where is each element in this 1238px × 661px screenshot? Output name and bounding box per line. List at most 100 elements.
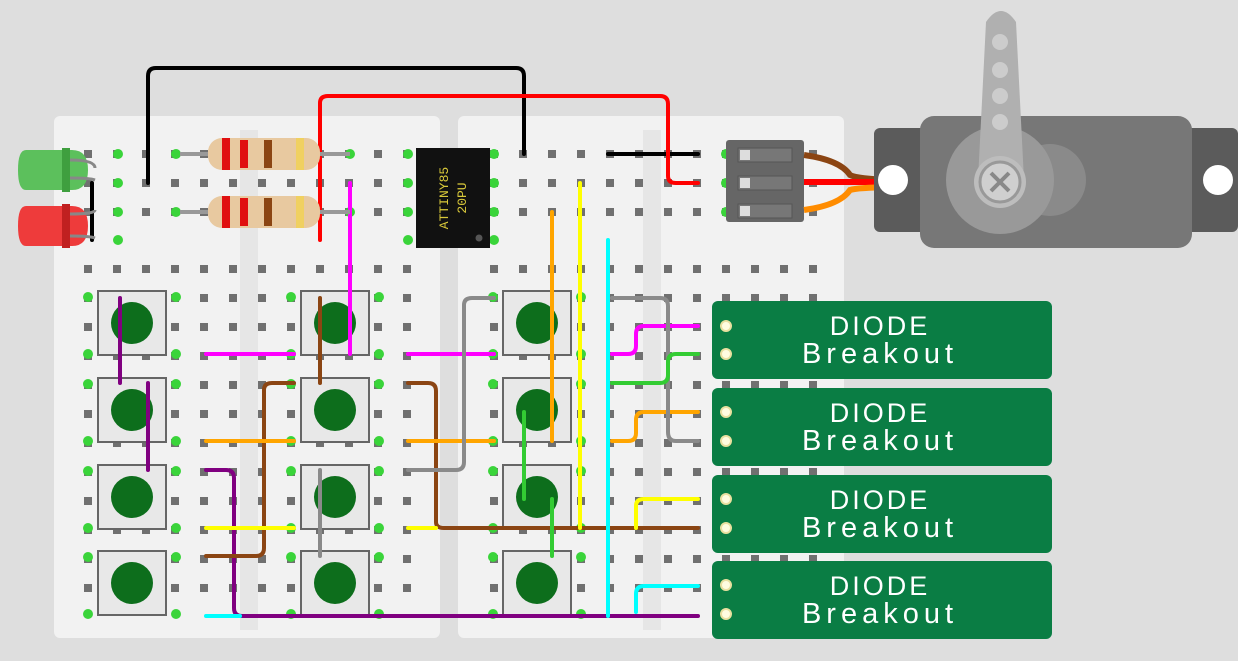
- breadboard-hole: [403, 410, 411, 418]
- diode-label-line2: Breakout: [801, 425, 959, 457]
- push-button-icon: [502, 464, 572, 530]
- push-button-icon: [502, 377, 572, 443]
- breadboard-hole: [374, 265, 382, 273]
- breadboard-hole: [374, 208, 382, 216]
- pin-icon: [720, 608, 732, 620]
- wire-brown-2: [204, 381, 296, 558]
- connection-point: [83, 609, 93, 619]
- diode-label-line1: DIODE: [829, 398, 931, 428]
- breadboard-hole: [171, 410, 179, 418]
- connection-point: [171, 552, 181, 562]
- breadboard-hole: [751, 555, 759, 563]
- breadboard-hole: [200, 179, 208, 187]
- breadboard-hole: [809, 294, 817, 302]
- breadboard-hole: [606, 179, 614, 187]
- connection-point: [83, 349, 93, 359]
- push-button-icon: [502, 550, 572, 616]
- connection-point: [286, 466, 296, 476]
- wire-cyan-3: [634, 584, 700, 614]
- connection-point: [113, 149, 123, 159]
- breadboard-hole: [548, 179, 556, 187]
- green-led-icon: [18, 148, 97, 192]
- breadboard-hole: [664, 265, 672, 273]
- breadboard-hole: [751, 468, 759, 476]
- breadboard-hole: [490, 323, 498, 331]
- connection-point: [171, 436, 181, 446]
- breadboard-hole: [809, 265, 817, 273]
- breadboard-hole: [693, 265, 701, 273]
- connection-point: [403, 235, 413, 245]
- breadboard-hole: [693, 208, 701, 216]
- breadboard-hole: [519, 179, 527, 187]
- breadboard-hole: [403, 584, 411, 592]
- breadboard-hole: [722, 381, 730, 389]
- connection-point: [171, 292, 181, 302]
- breadboard-hole: [84, 179, 92, 187]
- breadboard-hole: [374, 323, 382, 331]
- connection-point: [374, 523, 384, 533]
- breadboard-hole: [693, 381, 701, 389]
- connection-point: [489, 178, 499, 188]
- wire-orange-4: [610, 410, 700, 443]
- breadboard-hole: [635, 352, 643, 360]
- resistor-top-icon: [180, 138, 350, 170]
- breadboard-hole: [635, 208, 643, 216]
- push-button-icon: [300, 464, 370, 530]
- red-led-icon: [18, 204, 97, 248]
- breadboard-hole: [287, 323, 295, 331]
- breadboard-hole: [403, 352, 411, 360]
- connection-point: [489, 207, 499, 217]
- diode-breakout-2: DIODE Breakout: [712, 388, 1052, 466]
- breadboard-hole: [374, 410, 382, 418]
- breadboard-hole: [664, 468, 672, 476]
- breadboard-hole: [374, 179, 382, 187]
- chip-label-line2: 20PU: [455, 182, 470, 213]
- pin-icon: [720, 493, 732, 505]
- diode-label-line1: DIODE: [829, 571, 931, 601]
- connection-point: [374, 349, 384, 359]
- connection-point: [171, 609, 181, 619]
- connection-point: [171, 466, 181, 476]
- breadboard-hole: [490, 410, 498, 418]
- breadboard-hole: [809, 555, 817, 563]
- connection-point: [171, 379, 181, 389]
- pin-icon: [720, 406, 732, 418]
- breadboard-hole: [200, 294, 208, 302]
- breadboard-hole: [287, 265, 295, 273]
- breadboard-hole: [664, 439, 672, 447]
- wire-green-3: [610, 352, 700, 385]
- breadboard-hole: [722, 265, 730, 273]
- wire-brown-3: [406, 381, 700, 530]
- breadboard-hole: [809, 208, 817, 216]
- breadboard-hole: [635, 555, 643, 563]
- diode-label-line1: DIODE: [829, 485, 931, 515]
- breadboard-hole: [780, 381, 788, 389]
- breadboard-hole: [258, 179, 266, 187]
- connection-point: [374, 292, 384, 302]
- push-button-icon: [300, 550, 370, 616]
- breadboard-hole: [722, 555, 730, 563]
- connection-point: [171, 207, 181, 217]
- breadboard-hole: [142, 208, 150, 216]
- pin-icon: [720, 435, 732, 447]
- breadboard-hole: [200, 410, 208, 418]
- breadboard-hole: [403, 497, 411, 505]
- connection-point: [113, 207, 123, 217]
- pin-icon: [720, 522, 732, 534]
- connection-point: [83, 523, 93, 533]
- breadboard-hole: [780, 294, 788, 302]
- breadboard-hole: [751, 265, 759, 273]
- servo-motor-icon: [874, 11, 1238, 248]
- connection-point: [113, 235, 123, 245]
- breadboard-hole: [258, 381, 266, 389]
- breadboard-channel-left: [240, 130, 258, 630]
- pin-icon: [720, 579, 732, 591]
- breadboard-hole: [519, 265, 527, 273]
- breadboard-hole: [200, 265, 208, 273]
- wire-magenta-4: [610, 324, 700, 356]
- wire-black-top: [146, 66, 526, 185]
- connection-point: [83, 292, 93, 302]
- breadboard-hole: [84, 497, 92, 505]
- connection-point: [403, 178, 413, 188]
